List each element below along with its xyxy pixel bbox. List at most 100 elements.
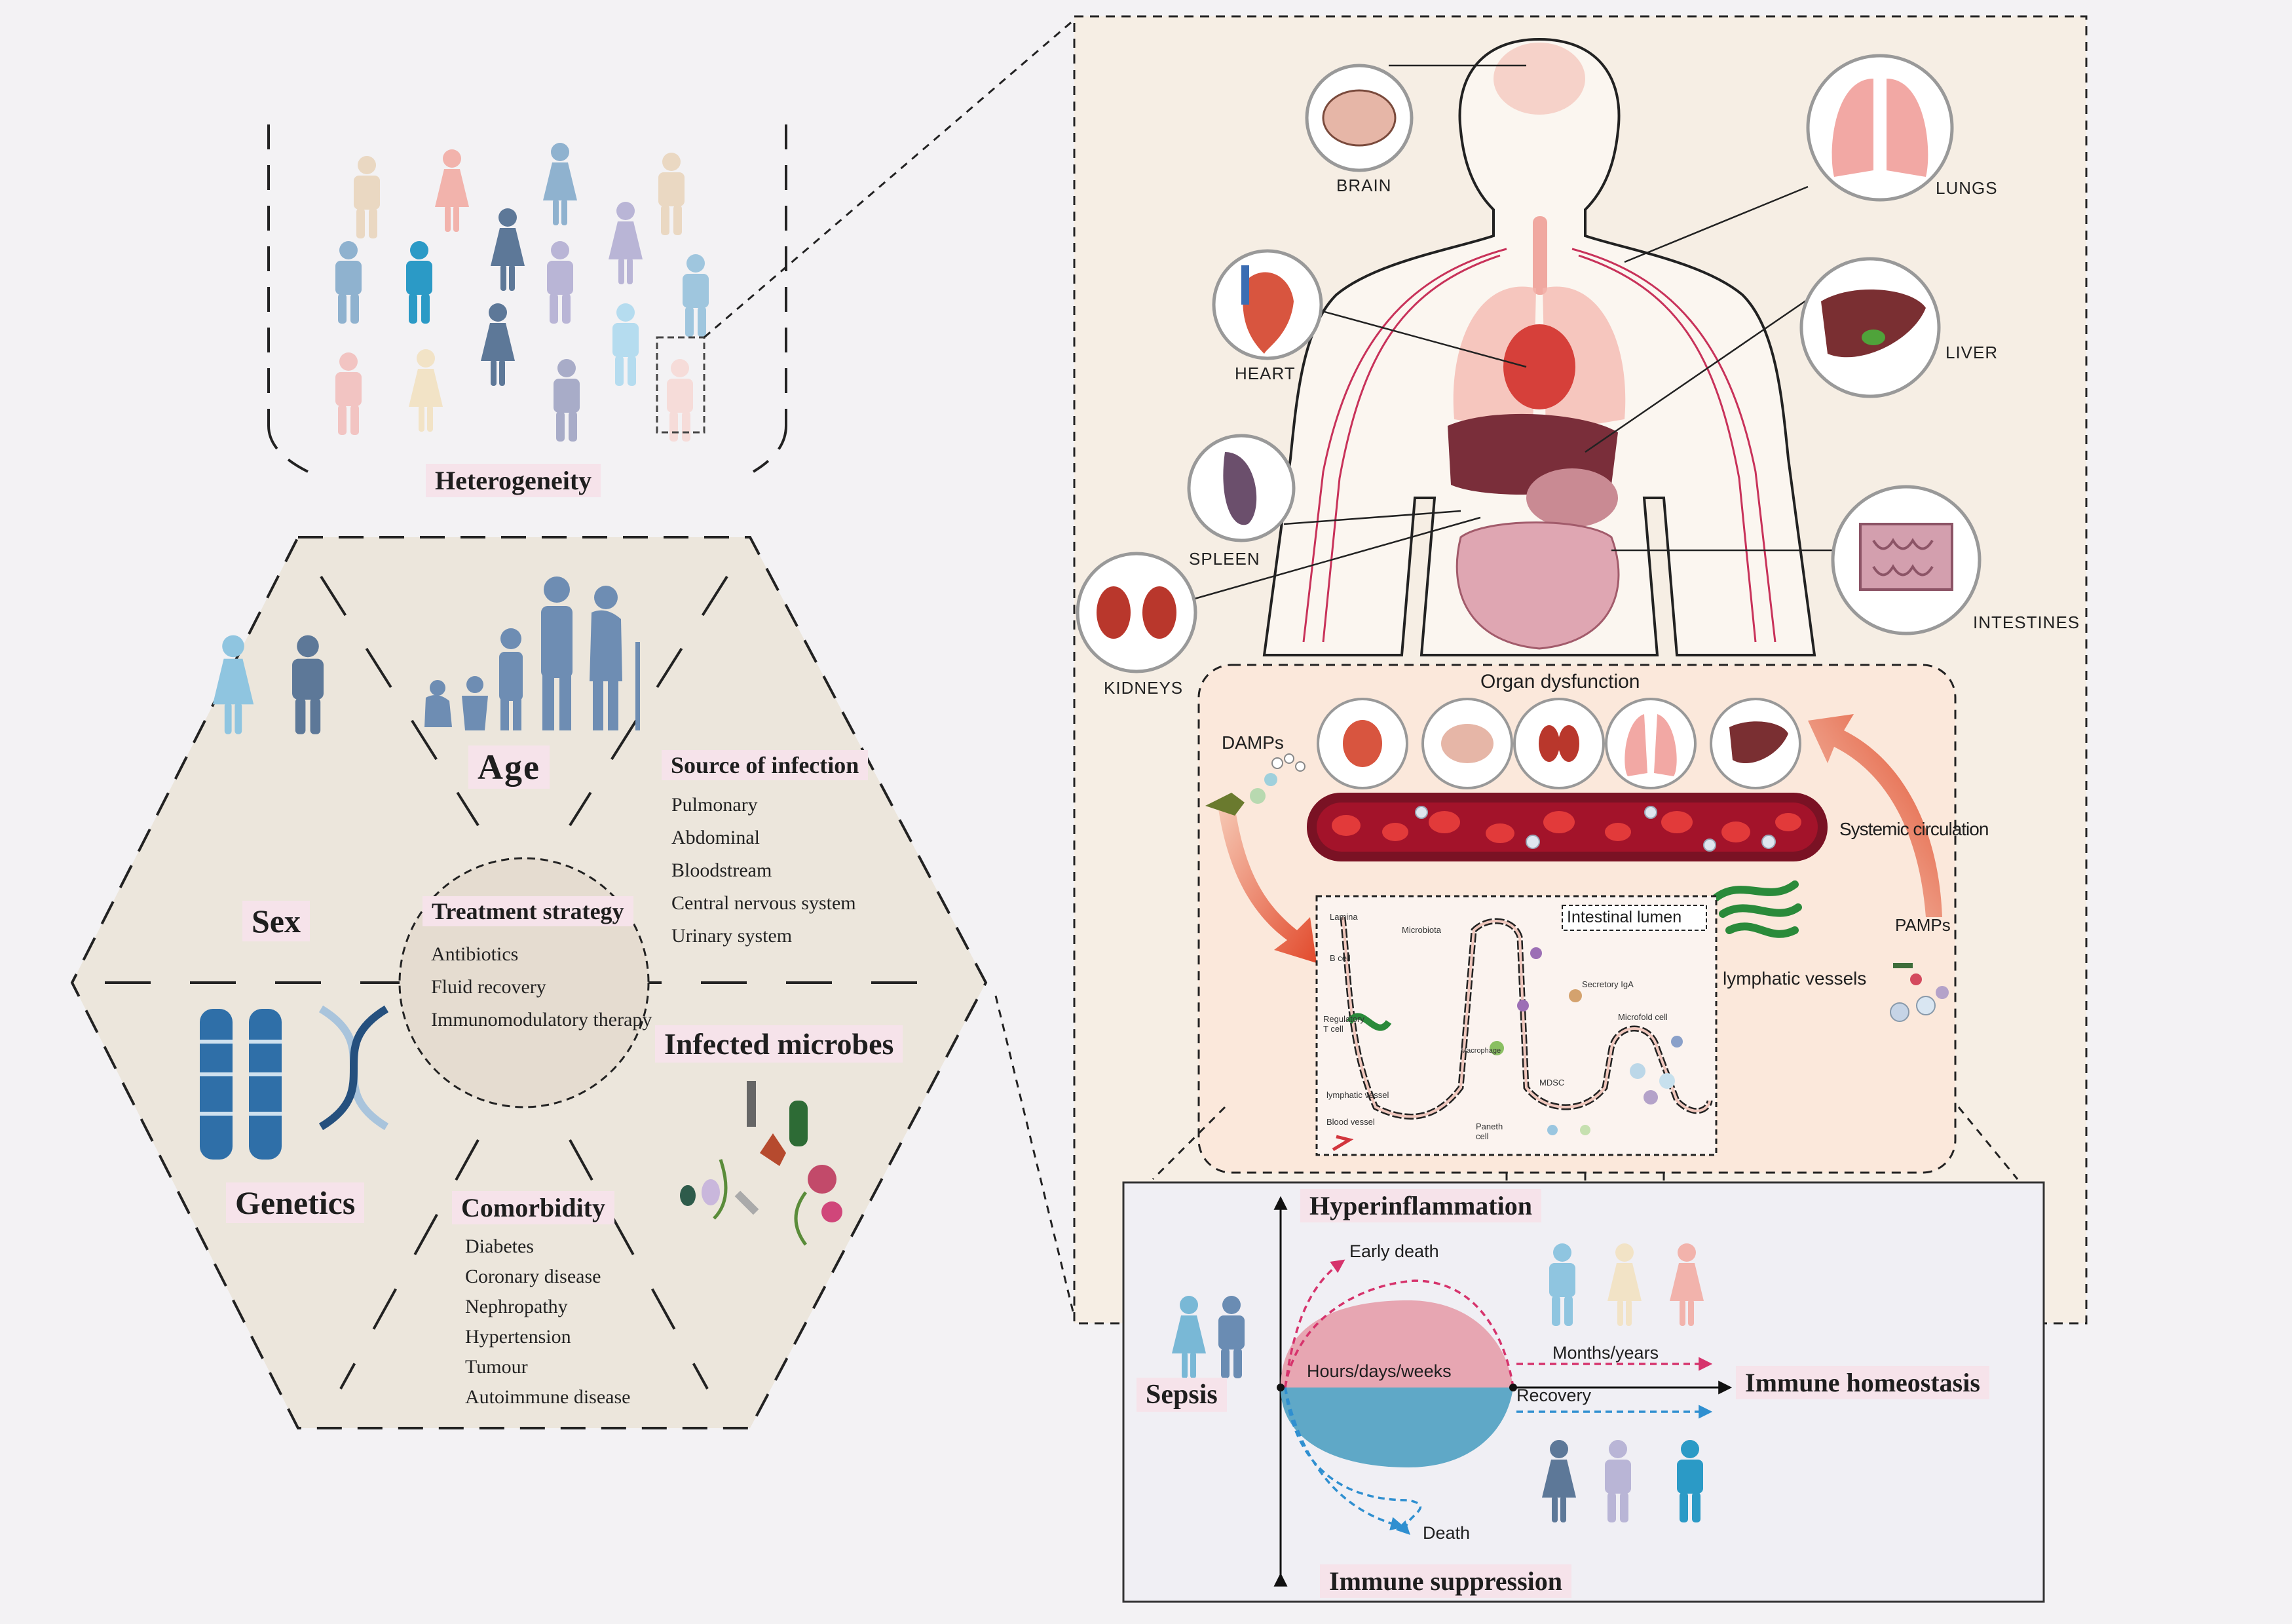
treatment-item: Fluid recovery bbox=[431, 976, 546, 998]
heart-in-body bbox=[1503, 324, 1575, 409]
damps-label: DAMPs bbox=[1222, 732, 1284, 753]
person-icon bbox=[406, 241, 432, 324]
secretory-iga-label: Secretory IgA bbox=[1582, 979, 1634, 989]
zoom-line-bottom bbox=[994, 995, 1076, 1317]
early-death-label: Early death bbox=[1349, 1241, 1439, 1261]
crowd-icons bbox=[335, 143, 709, 442]
paneth-label: Paneth cell bbox=[1476, 1122, 1503, 1141]
red-blood-cells bbox=[1332, 811, 1801, 843]
damps-arrow bbox=[1218, 806, 1317, 963]
person-icon bbox=[409, 349, 443, 432]
person-icon bbox=[335, 352, 362, 435]
panel-connectors bbox=[1152, 1106, 2019, 1186]
comorbidity-item: Diabetes bbox=[465, 1236, 534, 1257]
treatment-item: Antibiotics bbox=[431, 943, 519, 965]
microbes-icon bbox=[680, 1081, 842, 1246]
recovery-label: Recovery bbox=[1516, 1386, 1592, 1405]
brain-label: BRAIN bbox=[1336, 176, 1392, 195]
hyperinflammation-area bbox=[1281, 1300, 1513, 1388]
immune-homeostasis-label: Immune homeostasis bbox=[1736, 1366, 1989, 1399]
immune-cells bbox=[1415, 806, 1776, 852]
source-of-infection-list: Pulmonary Abdominal Bloodstream Central … bbox=[671, 789, 856, 953]
heart-organ bbox=[1212, 249, 1323, 360]
infected-microbes-label: Infected microbes bbox=[655, 1025, 903, 1063]
comorbidity-list: Diabetes Coronary disease Nephropathy Hy… bbox=[465, 1232, 630, 1412]
person-icon bbox=[612, 303, 639, 386]
stomach-in-body bbox=[1526, 468, 1618, 527]
intestinal-lumen-label: Intestinal lumen bbox=[1567, 908, 1682, 926]
treatment-strategy-title: Treatment strategy bbox=[423, 896, 633, 926]
infection-item: Bloodstream bbox=[671, 859, 772, 881]
dysfunction-panel bbox=[1152, 664, 2019, 1186]
intestinal-inset bbox=[1315, 895, 1718, 1156]
person-icon bbox=[543, 143, 577, 225]
lungs-in-body bbox=[1453, 286, 1626, 432]
person-icon bbox=[658, 153, 685, 235]
pamps-cluster bbox=[1890, 963, 1949, 1022]
zoom-line-top bbox=[704, 18, 1075, 339]
heterogeneity-panel bbox=[267, 18, 1076, 1317]
months-years-label: Months/years bbox=[1552, 1343, 1659, 1363]
treatment-strategy-list: Antibiotics Fluid recovery Immunomodulat… bbox=[431, 938, 652, 1036]
pamps-label: PAMPs bbox=[1895, 915, 1951, 935]
liver-organ bbox=[1799, 257, 1941, 398]
heterogeneity-frame bbox=[267, 124, 787, 473]
age-icon bbox=[424, 576, 640, 730]
source-of-infection-title: Source of infection bbox=[662, 750, 869, 780]
person-icon bbox=[491, 208, 525, 291]
blue-curves bbox=[1284, 1387, 1713, 1535]
person-icon bbox=[335, 241, 362, 324]
organ-callouts bbox=[1192, 64, 1841, 601]
hours-days-weeks-label: Hours/days/weeks bbox=[1307, 1361, 1452, 1381]
dna-icon bbox=[318, 1005, 389, 1131]
lymphatic-vessel-small-label: lymphatic vessel bbox=[1326, 1090, 1389, 1100]
person-icon bbox=[481, 303, 515, 386]
pamps-arrow bbox=[1808, 714, 1942, 917]
person-icon bbox=[354, 156, 380, 238]
kidneys-label: KIDNEYS bbox=[1104, 678, 1184, 698]
infection-item: Abdominal bbox=[671, 827, 760, 848]
liver-label: LIVER bbox=[1945, 343, 1999, 362]
treatment-item: Immunomodulatory therapy bbox=[431, 1009, 652, 1030]
intestines-in-body bbox=[1456, 521, 1620, 650]
heart-label: HEART bbox=[1235, 364, 1296, 383]
hyperinflammation-label: Hyperinflammation bbox=[1300, 1189, 1541, 1222]
death-label: Death bbox=[1423, 1523, 1471, 1543]
person-icon bbox=[667, 359, 693, 442]
genetics-label: Genetics bbox=[226, 1182, 365, 1223]
brain-in-body bbox=[1494, 43, 1585, 115]
person-icon bbox=[609, 202, 643, 284]
comorbidity-item: Autoimmune disease bbox=[465, 1386, 631, 1408]
timeline-panel bbox=[1122, 1181, 2045, 1603]
person-icon bbox=[547, 241, 573, 324]
macrophage-label: Macrophage bbox=[1461, 1047, 1501, 1055]
lymphatic-vessels-icon bbox=[1712, 880, 1802, 938]
intestines-organ bbox=[1831, 485, 1982, 635]
lamina-label: Lamina bbox=[1330, 912, 1358, 922]
intestines-label: INTESTINES bbox=[1973, 613, 2080, 632]
intestinal-lumen-box bbox=[1562, 905, 1707, 931]
systemic-circulation-label: Systemic circulation bbox=[1839, 819, 1989, 839]
person-icon bbox=[683, 254, 709, 337]
sepsis-label: Sepsis bbox=[1137, 1378, 1227, 1412]
comorbidity-item: Coronary disease bbox=[465, 1266, 601, 1287]
comorbidity-item: Hypertension bbox=[465, 1326, 571, 1348]
comorbidity-item: Nephropathy bbox=[465, 1296, 568, 1317]
immune-suppression-label: Immune suppression bbox=[1320, 1564, 1572, 1598]
spleen-organ bbox=[1187, 434, 1296, 542]
selected-person-box bbox=[656, 336, 705, 434]
age-label: Age bbox=[468, 746, 550, 789]
lymphatic-vessels-label: lymphatic vessels bbox=[1723, 968, 1867, 989]
kidneys-organ bbox=[1076, 552, 1197, 673]
infection-item: Central nervous system bbox=[671, 892, 856, 914]
spleen-label: SPLEEN bbox=[1189, 549, 1260, 569]
lungs-label: LUNGS bbox=[1936, 178, 1998, 198]
brain-organ bbox=[1305, 64, 1414, 172]
b-cell-label: B cell bbox=[1330, 953, 1351, 963]
comorbidity-title: Comorbidity bbox=[452, 1191, 614, 1224]
person-icon bbox=[554, 359, 580, 442]
sex-label: Sex bbox=[242, 901, 310, 941]
chromosome-icon bbox=[200, 1009, 282, 1160]
microbiota-label: Microbiota bbox=[1402, 925, 1441, 935]
blood-vessels bbox=[1302, 248, 1776, 643]
